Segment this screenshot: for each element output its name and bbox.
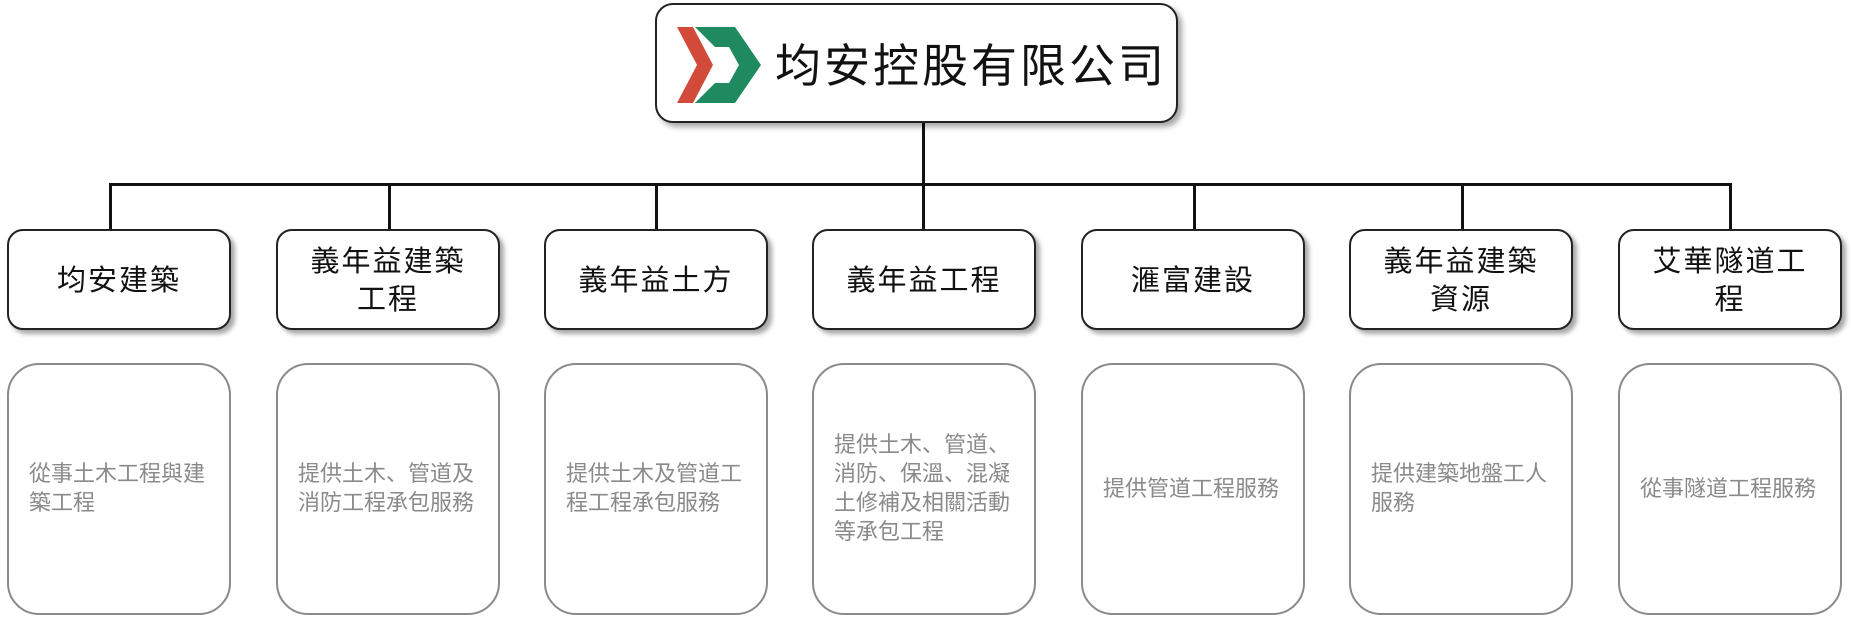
subsidiary-box-4: 義年益工程 <box>812 229 1036 330</box>
subsidiary-name: 義年益建築資源 <box>1383 243 1539 316</box>
connector-child-4 <box>922 183 925 230</box>
subsidiary-description-box-3: 提供土木及管道工程工程承包服務 <box>544 363 768 615</box>
connector-root-vertical <box>922 122 925 185</box>
subsidiary-description: 從事隧道工程服務 <box>1640 476 1817 502</box>
subsidiary-description-box-7: 從事隧道工程服務 <box>1618 363 1842 615</box>
connector-child-1 <box>109 183 112 230</box>
subsidiary-description-box-4: 提供土木、管道、消防、保溫、混凝土修補及相關活動等承包工程 <box>812 363 1036 615</box>
connector-horizontal-bus <box>109 183 1732 186</box>
subsidiary-box-5: 滙富建設 <box>1081 229 1305 330</box>
subsidiary-description-box-6: 提供建築地盤工人服務 <box>1349 363 1573 615</box>
subsidiary-name: 艾華隧道工程 <box>1652 243 1808 316</box>
subsidiary-name: 義年益工程 <box>846 262 1002 297</box>
subsidiary-description: 提供管道工程服務 <box>1103 476 1280 502</box>
subsidiary-box-2: 義年益建築工程 <box>276 229 500 330</box>
subsidiary-name: 義年益建築工程 <box>310 243 466 316</box>
subsidiary-description-box-5: 提供管道工程服務 <box>1081 363 1305 615</box>
subsidiary-description-box-2: 提供土木、管道及消防工程承包服務 <box>276 363 500 615</box>
subsidiary-description: 提供建築地盤工人服務 <box>1371 462 1548 516</box>
subsidiary-box-3: 義年益土方 <box>544 229 768 330</box>
connector-child-3 <box>655 183 658 230</box>
subsidiary-description: 從事土木工程與建築工程 <box>29 462 206 516</box>
subsidiary-name: 均安建築 <box>56 262 181 297</box>
subsidiary-description: 提供土木、管道、消防、保溫、混凝土修補及相關活動等承包工程 <box>834 433 1011 545</box>
subsidiary-description-box-1: 從事土木工程與建築工程 <box>7 363 231 615</box>
chevron-logo-icon <box>677 27 761 103</box>
subsidiary-box-7: 艾華隧道工程 <box>1618 229 1842 330</box>
connector-child-2 <box>388 183 391 230</box>
subsidiary-box-6: 義年益建築資源 <box>1349 229 1573 330</box>
subsidiary-box-1: 均安建築 <box>7 229 231 330</box>
connector-child-5 <box>1193 183 1196 230</box>
subsidiary-description: 提供土木及管道工程工程承包服務 <box>566 462 743 516</box>
subsidiary-description: 提供土木、管道及消防工程承包服務 <box>298 462 475 516</box>
parent-company-box: 均安控股有限公司 <box>655 3 1178 123</box>
subsidiary-name: 滙富建設 <box>1130 262 1255 297</box>
connector-child-7 <box>1729 183 1732 230</box>
subsidiary-name: 義年益土方 <box>578 262 734 297</box>
connector-child-6 <box>1461 183 1464 230</box>
parent-company-name: 均安控股有限公司 <box>775 39 1167 93</box>
